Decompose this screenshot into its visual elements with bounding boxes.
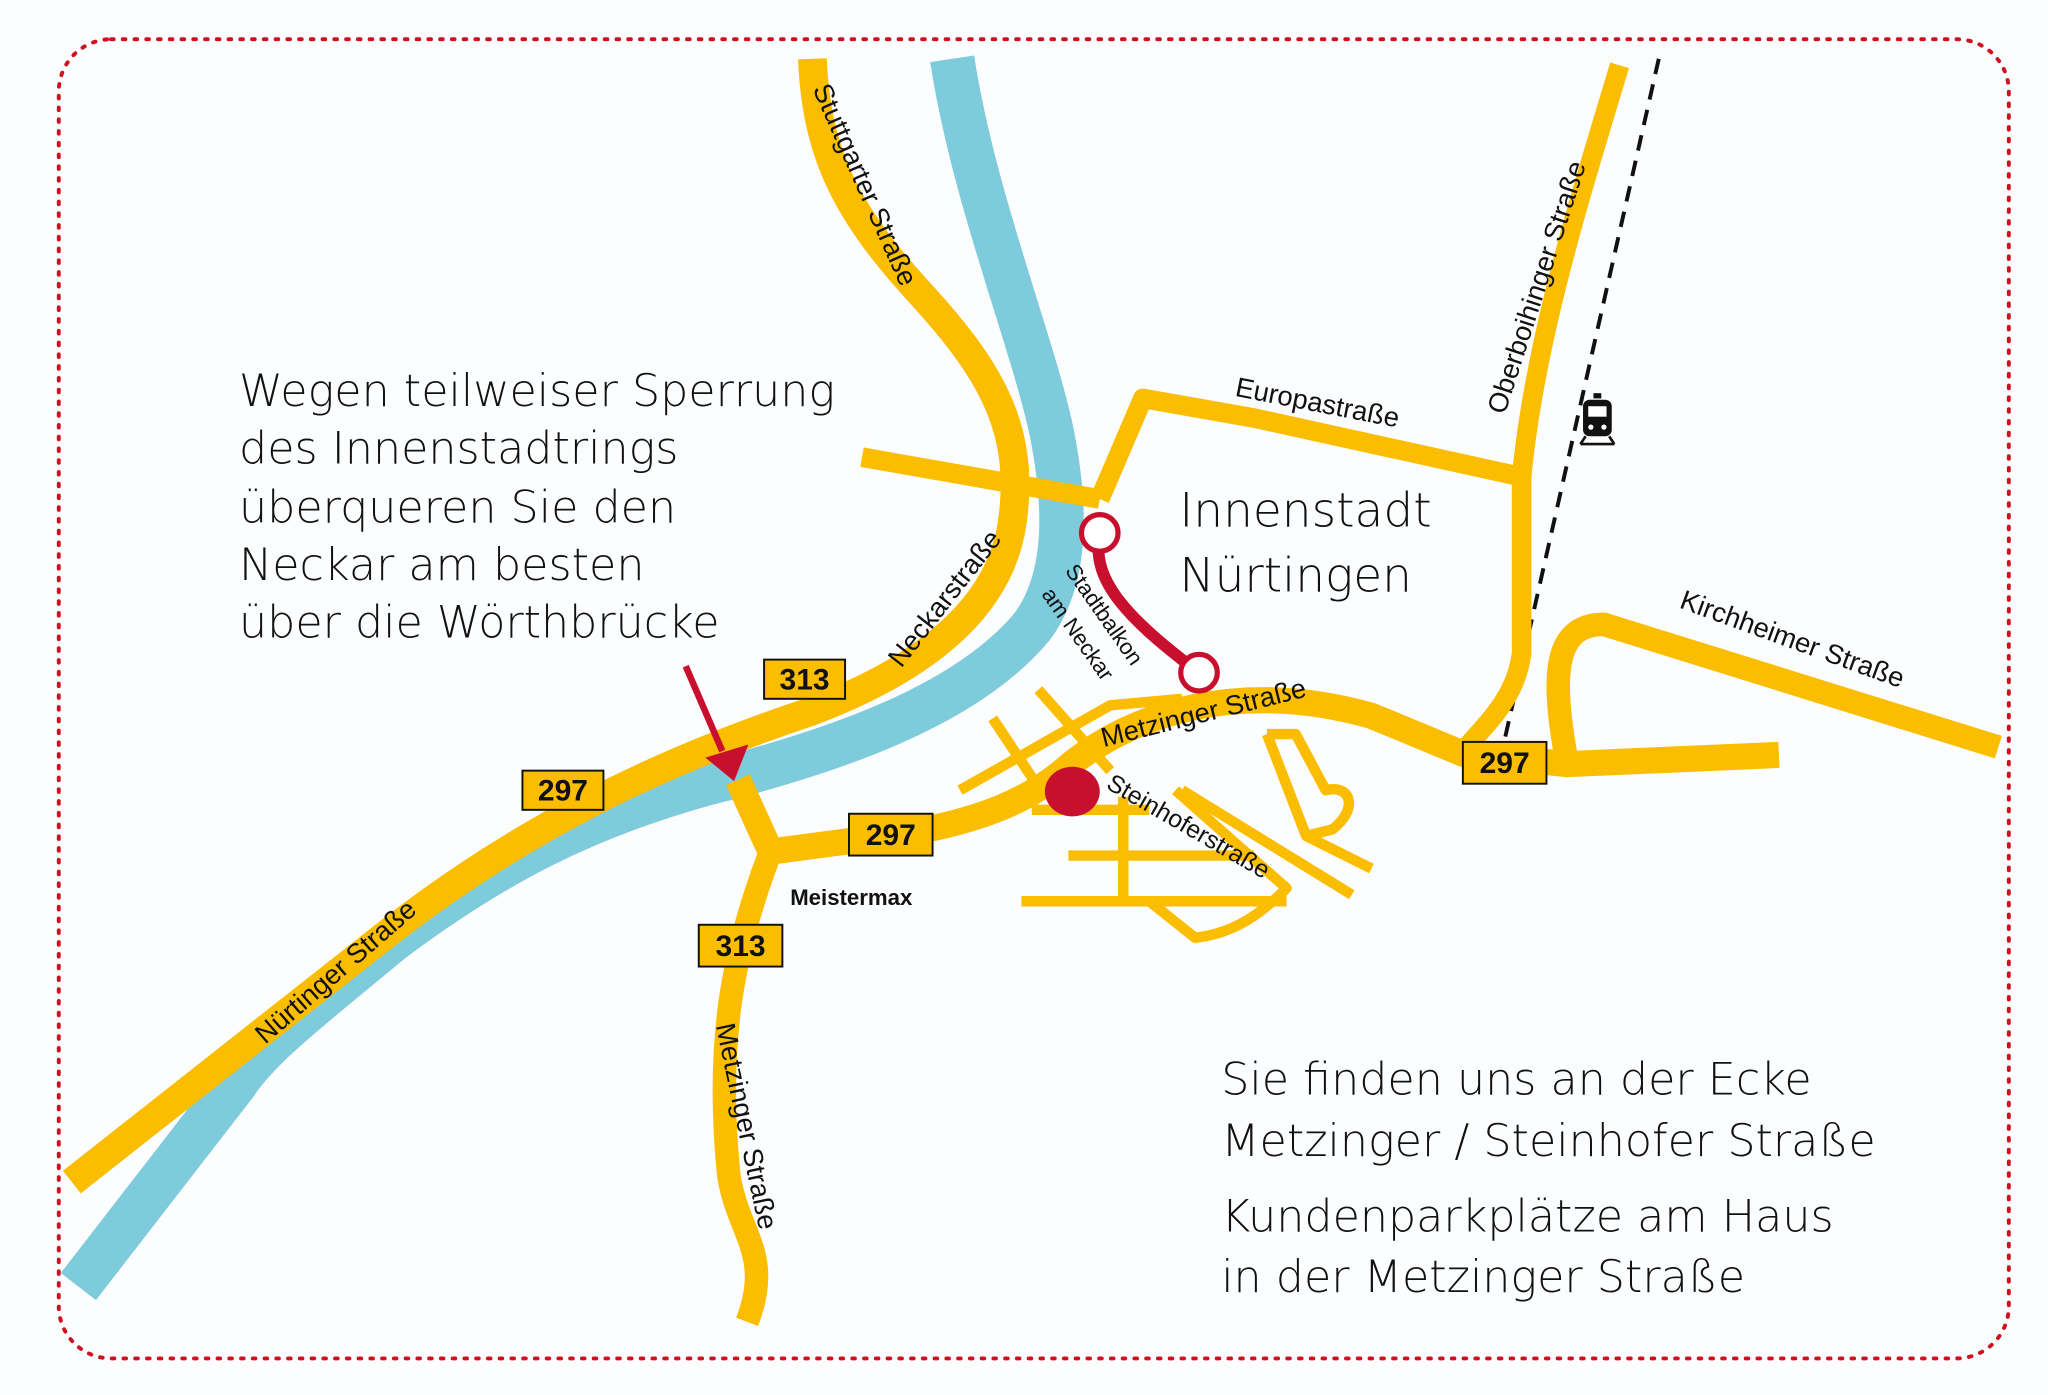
store-marker-icon (1044, 766, 1100, 817)
closure-end-marker (1178, 651, 1220, 694)
red-arrow-icon (682, 664, 749, 782)
svg-text:über die Wörthbrücke: über die Wörthbrücke (239, 597, 720, 648)
svg-text:297: 297 (538, 775, 588, 808)
svg-text:297: 297 (1480, 747, 1530, 780)
route-shield-313-south: 313 (697, 923, 784, 968)
railway-line (1500, 58, 1661, 752)
train-icon (1579, 393, 1616, 446)
svg-text:in der Metzinger Straße: in der Metzinger Straße (1221, 1252, 1745, 1303)
district-name-line2: Nürtingen (1179, 549, 1412, 604)
svg-text:297: 297 (866, 819, 916, 852)
svg-text:des Innenstadtrings: des Innenstadtrings (239, 424, 678, 475)
route-shield-297-west: 297 (521, 769, 605, 811)
route-shield-297-center: 297 (848, 812, 934, 857)
svg-text:313: 313 (780, 664, 830, 697)
label-nuertinger-strasse: Nürtinger Straße (249, 893, 422, 1049)
label-meistermax: Meistermax (790, 885, 913, 910)
map-border (56, 37, 2011, 1361)
closure-notice: Wegen teilweiser Sperrung des Innenstadt… (239, 366, 835, 648)
svg-text:Neckar am besten: Neckar am besten (239, 540, 644, 591)
label-stuttgarter-strasse: Stuttgarter Straße (807, 79, 924, 291)
svg-text:Metzinger / Steinhofer Straße: Metzinger / Steinhofer Straße (1221, 1116, 1875, 1167)
route-shield-297-east: 297 (1461, 740, 1548, 785)
location-info: Sie finden uns an der Ecke Metzinger / S… (1221, 1055, 1875, 1303)
svg-text:313: 313 (716, 930, 766, 963)
svg-text:Sie finden uns an der Ecke: Sie finden uns an der Ecke (1221, 1055, 1811, 1106)
svg-text:Wegen teilweiser Sperrung: Wegen teilweiser Sperrung (239, 366, 835, 417)
roads (62, 58, 2002, 1327)
svg-text:Kundenparkplätze am Haus: Kundenparkplätze am Haus (1221, 1192, 1833, 1243)
district-name-line1: Innenstadt (1179, 483, 1431, 538)
closure-start-marker (1078, 512, 1121, 554)
route-shield-313-north: 313 (763, 658, 847, 700)
svg-text:überqueren Sie den: überqueren Sie den (239, 482, 676, 533)
